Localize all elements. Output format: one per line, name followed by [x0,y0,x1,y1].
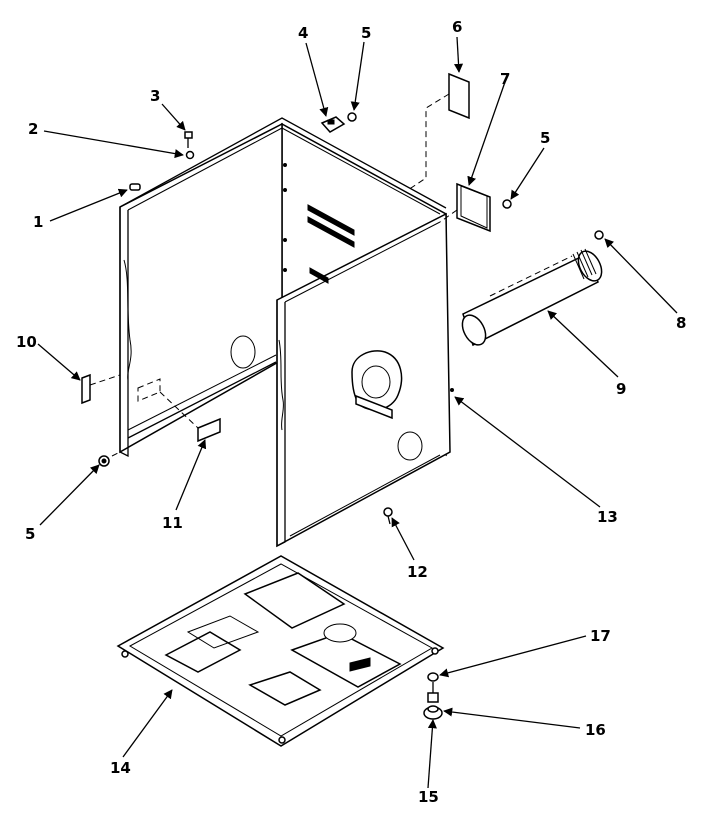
duct-ridges [572,248,597,280]
callout-17: 17 [590,627,611,645]
part-14-base [116,555,445,747]
callout-13: 13 [597,508,618,526]
callout-15: 15 [418,788,439,806]
part-3-screw [184,131,193,148]
leader-lines [37,36,678,789]
callout-16: 16 [585,721,606,739]
exhaust-opening [351,350,403,420]
vent-slots [307,204,355,284]
callout-14: 14 [110,759,131,777]
part-1-clip [129,183,141,191]
part-5-screw-right [502,199,512,209]
callout-8: 8 [676,314,686,332]
callout-6: 6 [452,18,462,36]
callout-5b: 5 [540,129,550,147]
part-15-leveling-leg [427,682,439,703]
part-12-screw [383,507,393,525]
callout-11: 11 [162,514,183,532]
part-5-screw-bottom [98,455,110,467]
part-11-label [137,378,221,443]
callout-10: 10 [16,333,37,351]
alignment-lines [89,93,458,457]
part-7-cover-plate [456,182,491,233]
part-5-screw-top [347,112,357,122]
cabinet [119,117,454,548]
callout-4: 4 [298,24,308,42]
callout-5a: 5 [361,24,371,42]
callout-7: 7 [500,70,510,88]
callout-2: 2 [28,120,38,138]
part-4-bracket [320,116,346,133]
callout-1: 1 [33,213,43,231]
part-8-screw [594,230,604,240]
callout-3: 3 [150,87,160,105]
callout-5c: 5 [25,525,35,543]
part-2-screw [185,150,195,160]
callout-labels: 1 2 3 4 5 5 5 6 7 8 9 10 11 12 13 14 15 … [16,18,686,806]
part-10-label [81,373,91,405]
part-17-washer [427,672,439,682]
part-6-label [448,72,470,120]
part-9-exhaust-duct [461,248,603,347]
part-16-nut [423,705,443,720]
callout-12: 12 [407,563,428,581]
callout-9: 9 [616,380,626,398]
